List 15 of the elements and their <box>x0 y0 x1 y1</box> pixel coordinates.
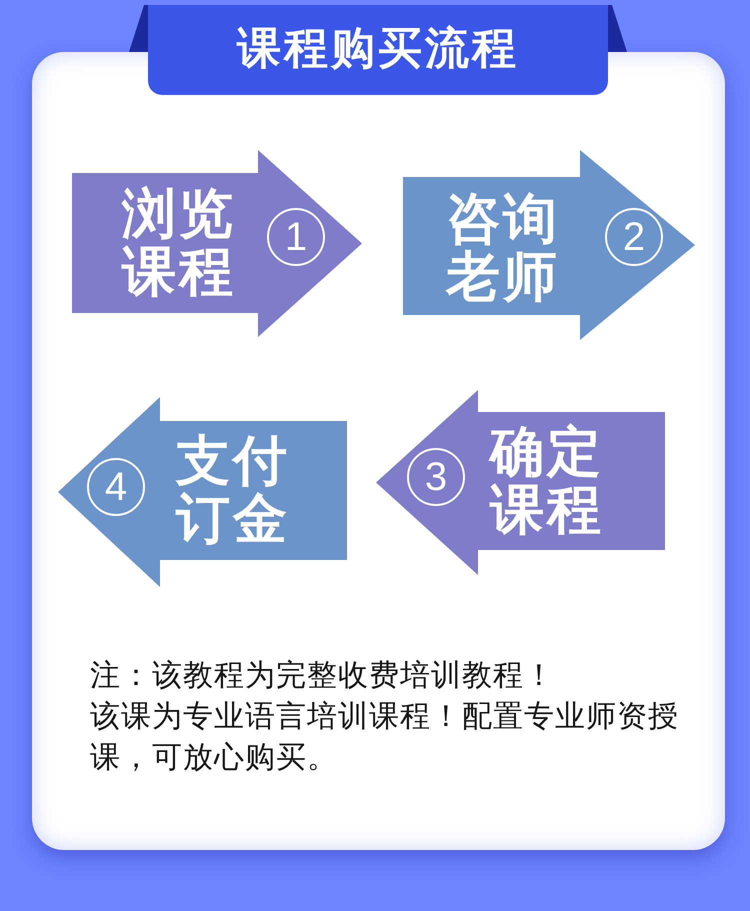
title-banner: 课程购买流程 <box>148 5 608 95</box>
left-arrow-step <box>376 390 665 575</box>
step-label: 浏览课程 <box>122 185 237 301</box>
step-label: 咨询老师 <box>446 190 561 306</box>
step-number: 3 <box>407 448 465 506</box>
right-arrow-step <box>72 150 362 337</box>
left-arrow-step <box>58 397 347 587</box>
step-label: 确定课程 <box>490 423 605 539</box>
step-number: 4 <box>87 458 145 516</box>
note-text: 注：该教程为完整收费培训教程！ <box>90 657 556 695</box>
step-number: 1 <box>267 208 325 266</box>
step-number: 2 <box>605 208 663 266</box>
step-label: 支付订金 <box>176 432 291 548</box>
right-arrow-step <box>403 150 695 340</box>
note-text: 该课为专业语言培训课程！配置专业师资授课，可放心购买。 <box>90 698 680 777</box>
